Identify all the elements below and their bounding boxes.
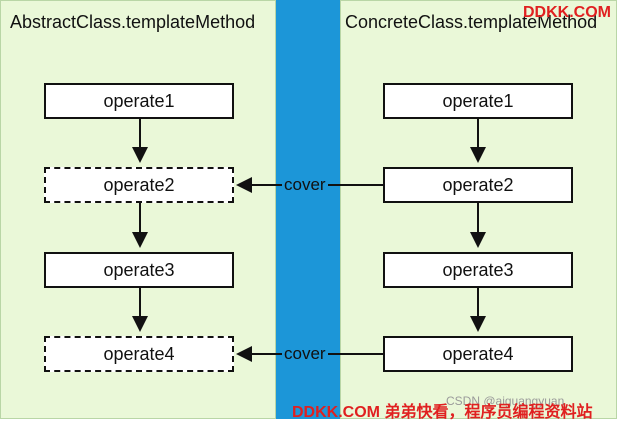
watermark-csdn: CSDN @aiguangyuan bbox=[446, 394, 565, 408]
cover-label-operate2: cover bbox=[282, 175, 328, 195]
watermark-bottom: DDKK.COM 弟弟快看，程序员编程资料站 bbox=[292, 404, 593, 421]
left-step-operate3: operate3 bbox=[44, 252, 234, 288]
left-step-operate1: operate1 bbox=[44, 83, 234, 119]
right-step-operate3: operate3 bbox=[383, 252, 573, 288]
watermark-top: DDKK.COM bbox=[523, 4, 611, 21]
left-step-operate2: operate2 bbox=[44, 167, 234, 203]
abstract-class-title: AbstractClass.templateMethod bbox=[10, 12, 256, 32]
left-step-operate4: operate4 bbox=[44, 336, 234, 372]
right-step-operate2: operate2 bbox=[383, 167, 573, 203]
right-step-operate4: operate4 bbox=[383, 336, 573, 372]
cover-label-operate4: cover bbox=[282, 344, 328, 364]
concrete-class-title: ConcreteClass.templateMethod bbox=[345, 12, 598, 32]
right-step-operate1: operate1 bbox=[383, 83, 573, 119]
